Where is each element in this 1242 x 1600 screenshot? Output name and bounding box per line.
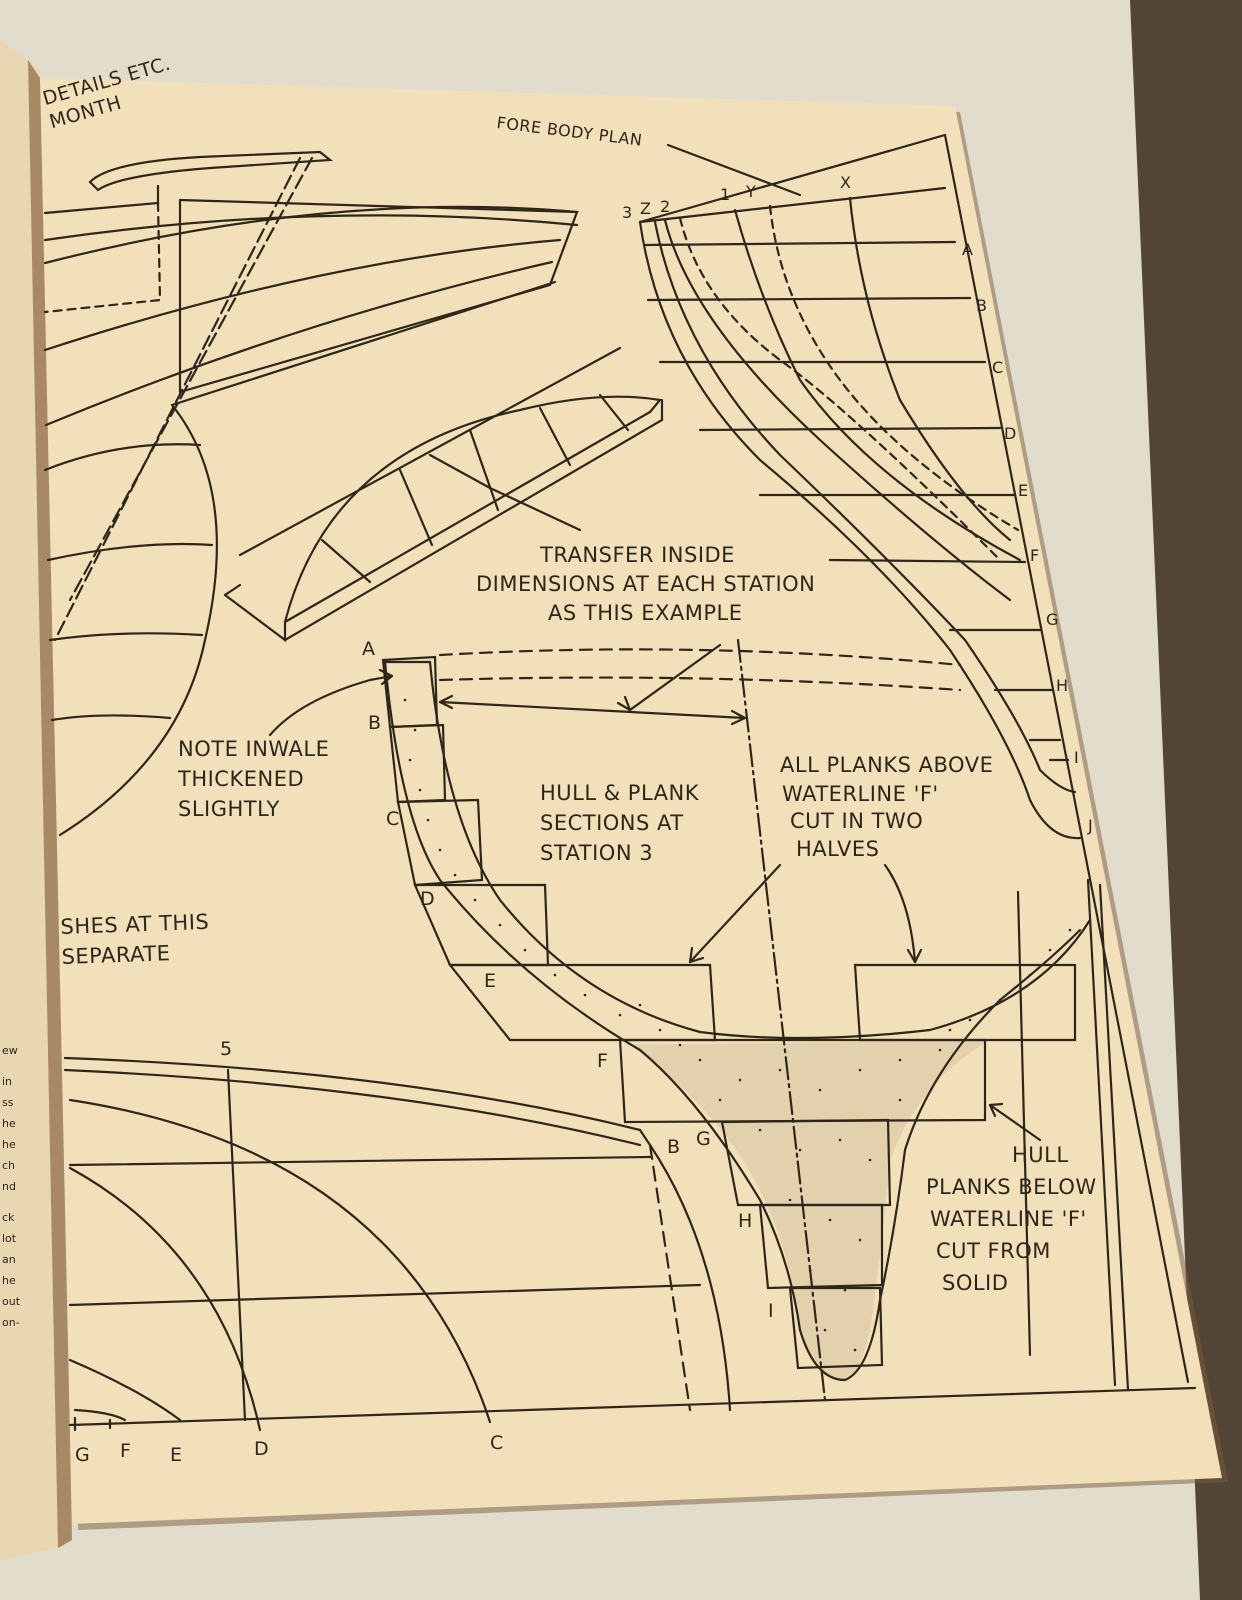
above-note-line: CUT IN TWO	[790, 809, 924, 833]
left-page-fragment: ck	[2, 1211, 15, 1224]
waterline-label: D	[1004, 424, 1017, 443]
lower-station-label: 5	[220, 1038, 233, 1060]
right-page	[40, 78, 1222, 1524]
waterline-label: I	[1074, 748, 1080, 767]
waterline-label: B	[976, 296, 988, 315]
station-label: 1	[720, 185, 731, 204]
left-page-fragment: lot	[2, 1232, 17, 1245]
left-page-fragment: he	[2, 1138, 16, 1151]
left-page-fragment: in	[2, 1075, 13, 1088]
left-page-fragment: an	[2, 1253, 16, 1266]
inwale-note-line: SLIGHTLY	[178, 797, 280, 821]
above-note-line: WATERLINE 'F'	[782, 782, 939, 806]
bottom-label: G	[75, 1444, 91, 1466]
section-label: B	[368, 712, 382, 734]
inwale-note-line: NOTE INWALE	[178, 737, 330, 761]
station-label: 2	[660, 197, 671, 216]
sections-note-line: HULL & PLANK	[540, 781, 699, 805]
left-page-fragment: ch	[2, 1159, 16, 1172]
bottom-label: F	[120, 1440, 132, 1462]
section-label: H	[738, 1210, 753, 1232]
inwale-note-line: THICKENED	[178, 767, 305, 791]
bottom-label: D	[254, 1438, 270, 1460]
left-page-fragment: ss	[2, 1096, 14, 1109]
section-label: F	[597, 1050, 609, 1072]
sections-note: HULL & PLANK SECTIONS AT STATION 3	[540, 778, 699, 868]
station-label: X	[840, 173, 852, 192]
bottom-label: C	[490, 1432, 504, 1454]
left-page-gutter	[28, 60, 72, 1548]
sections-note-line: STATION 3	[540, 841, 654, 865]
waterline-label: F	[1030, 546, 1040, 565]
waterline-label: H	[1056, 676, 1069, 695]
left-page-fragment: on-	[2, 1316, 20, 1329]
transfer-note-line: DIMENSIONS AT EACH STATION	[476, 572, 816, 596]
left-page-fragment: he	[2, 1117, 16, 1130]
lower-corner-label: B	[667, 1136, 681, 1158]
left-page-text: ew in ss he he ch nd ck lot an he out on…	[2, 1040, 20, 1333]
left-page-fragment: he	[2, 1274, 16, 1287]
transfer-note-line: TRANSFER INSIDE	[540, 543, 735, 567]
waterline-label: A	[962, 240, 974, 259]
inwale-note: NOTE INWALE THICKENED SLIGHTLY	[178, 734, 329, 824]
waterline-label: C	[992, 358, 1004, 377]
above-note-line: ALL PLANKS ABOVE	[780, 753, 994, 777]
bottom-label: E	[170, 1444, 183, 1466]
plank-piece	[223, 393, 664, 643]
left-page-fragment: nd	[2, 1180, 16, 1193]
below-note-line: WATERLINE 'F'	[930, 1207, 1087, 1231]
above-note-line: HALVES	[796, 837, 880, 861]
section-label: G	[696, 1128, 712, 1150]
below-note-line: CUT FROM	[936, 1239, 1051, 1263]
desk-shadow	[1130, 0, 1242, 1600]
stipple-dots	[403, 698, 1072, 1352]
left-partial-line: SHES AT THIS	[60, 909, 210, 939]
left-partial-note: SHES AT THIS SEPARATE	[60, 907, 211, 972]
left-partial-line: SEPARATE	[61, 941, 171, 969]
waterline-label: J	[1088, 816, 1094, 835]
below-note-line: SOLID	[942, 1271, 1009, 1295]
below-note-line: PLANKS BELOW	[926, 1175, 1097, 1199]
sections-note-line: SECTIONS AT	[540, 811, 684, 835]
inside-arrow-line	[438, 700, 747, 720]
lower-plan	[63, 1056, 1197, 1432]
fore-body-plan	[638, 133, 1190, 1384]
station-3-section	[268, 638, 1130, 1402]
station-label: 3	[622, 203, 633, 222]
stern-profile	[43, 150, 622, 837]
section-label: E	[484, 970, 497, 992]
left-page-fragment: out	[2, 1295, 21, 1308]
section-label: C	[386, 808, 400, 830]
station-label: Z	[640, 199, 652, 218]
station-label: Y	[746, 182, 757, 201]
transfer-note-line: AS THIS EXAMPLE	[548, 601, 743, 625]
section-label: I	[768, 1300, 775, 1322]
waterline-label: G	[1046, 610, 1059, 629]
left-page-fragment: ew	[2, 1044, 18, 1057]
below-note-line: HULL	[1012, 1143, 1069, 1167]
waterline-label: E	[1018, 481, 1029, 500]
section-label: A	[362, 638, 376, 660]
section-label: D	[420, 888, 436, 910]
